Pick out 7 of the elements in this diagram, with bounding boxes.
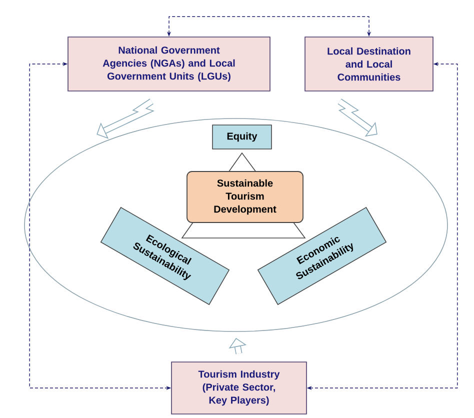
pillar-box: Equity: [212, 124, 272, 150]
block-arrow: [96, 98, 154, 139]
stakeholder-box: National Government Agencies (NGAs) and Local Government Units (LGUs): [68, 36, 270, 92]
ellipse-shape: [24, 118, 448, 332]
stakeholder-box: Tourism Industry (Private Sector, Key Players): [171, 362, 307, 414]
goal-box: Sustainable Tourism Development: [186, 171, 304, 223]
stakeholder-box: Local Destination and Local Communities: [304, 36, 434, 92]
